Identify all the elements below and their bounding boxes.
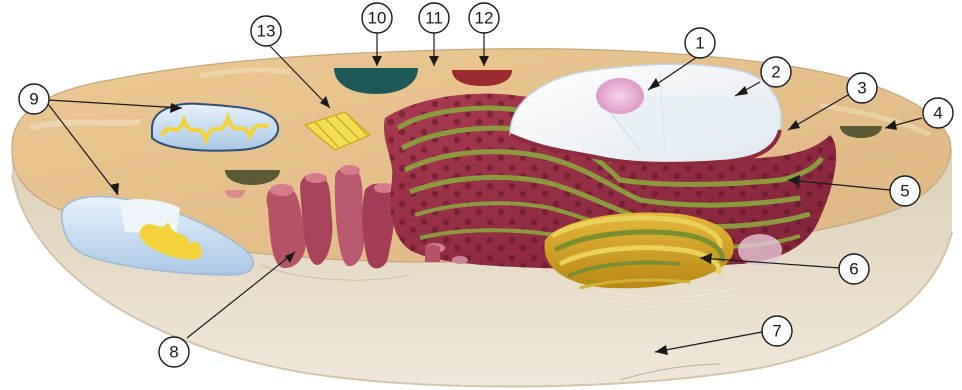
- callout-1: 1: [685, 28, 715, 58]
- callout-label-1: 1: [695, 34, 704, 53]
- callout-2: 2: [761, 57, 791, 87]
- callout-11: 11: [419, 3, 449, 33]
- callout-13: 13: [251, 16, 281, 46]
- callout-label-12: 12: [475, 9, 494, 28]
- callout-12: 12: [469, 3, 499, 33]
- callout-6: 6: [839, 254, 869, 284]
- callout-8: 8: [159, 337, 189, 367]
- nucleolus: [596, 78, 644, 114]
- callout-3: 3: [847, 73, 877, 103]
- callout-4: 4: [923, 98, 953, 128]
- callout-label-13: 13: [257, 22, 276, 41]
- callout-label-7: 7: [772, 322, 781, 341]
- callout-7: 7: [762, 316, 792, 346]
- callout-label-11: 11: [425, 9, 443, 28]
- callout-label-4: 4: [933, 104, 942, 123]
- callout-label-3: 3: [857, 79, 866, 98]
- callout-10: 10: [362, 3, 392, 33]
- callout-label-9: 9: [29, 90, 38, 109]
- callout-label-10: 10: [368, 9, 387, 28]
- callout-label-5: 5: [900, 182, 909, 201]
- callout-label-2: 2: [771, 63, 780, 82]
- callout-5: 5: [890, 176, 920, 206]
- callout-9: 9: [19, 84, 49, 114]
- small-vesicle: [425, 245, 440, 262]
- callout-label-6: 6: [849, 260, 858, 279]
- callout-label-8: 8: [169, 343, 178, 362]
